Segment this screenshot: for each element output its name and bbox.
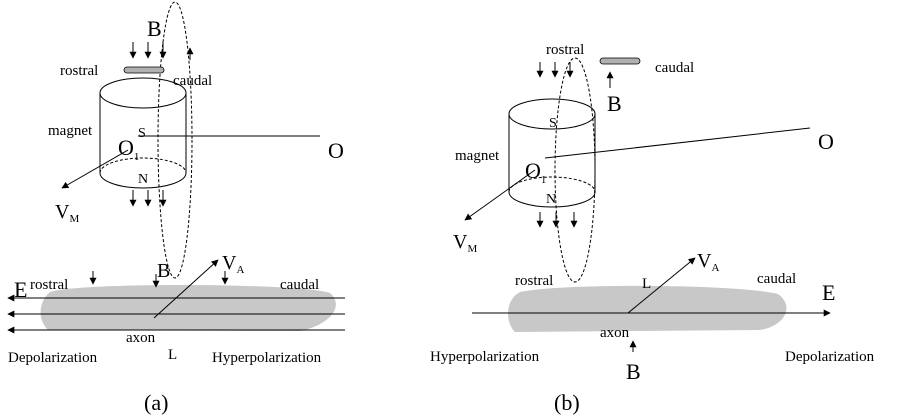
n-pole-label-a: N <box>138 172 148 187</box>
caudal-top-label-b: caudal <box>655 60 694 76</box>
e-label-a: E <box>14 277 27 302</box>
field-loop-b <box>554 57 596 283</box>
rostral-bar-a <box>123 66 165 74</box>
axon-label-b: axon <box>600 325 630 341</box>
magnet-label-b: magnet <box>455 148 500 164</box>
b-field-arrows-bottom-magnet-a <box>129 190 167 207</box>
rostral-top-label-b: rostral <box>546 42 584 58</box>
panel-a: B rostral caudal S N magnet O1 O VM <box>7 1 345 415</box>
s-pole-label-a: S <box>138 126 146 141</box>
va-arrow-a <box>153 259 219 319</box>
o-label-a: O <box>328 138 344 163</box>
b-field-arrows-top-b <box>536 62 574 78</box>
rostral-bottom-label-a: rostral <box>30 277 68 293</box>
vm-arrow-a <box>61 149 129 189</box>
magnet-cylinder-a <box>99 77 187 189</box>
panel-label-b: (b) <box>554 390 580 415</box>
b-label-bottom-b: B <box>626 359 641 384</box>
vm-label-b: VM <box>453 231 477 255</box>
axon-shape-b <box>508 285 787 332</box>
axon-label-a: axon <box>126 330 156 346</box>
vm-arrow-b <box>464 169 536 221</box>
caudal-bottom-label-b: caudal <box>757 271 796 287</box>
o-label-b: O <box>818 129 834 154</box>
magnet-label-a: magnet <box>48 123 93 139</box>
vm-label-a: VM <box>55 201 79 225</box>
o1-label-b: O1 <box>525 158 546 186</box>
b-field-arrows-bottom-magnet-b <box>536 212 578 228</box>
panel-label-a: (a) <box>144 390 168 415</box>
axis-line-b <box>544 127 811 159</box>
panel-b: rostral caudal B S N magnet O1 O VM <box>430 42 875 415</box>
left-effect-label-a: Depolarization <box>8 350 98 366</box>
b-label-top-a: B <box>147 16 162 41</box>
right-effect-label-a: Hyperpolarization <box>212 350 322 366</box>
o1-label-a: O1 <box>118 135 139 163</box>
caudal-top-label-a: caudal <box>173 73 212 89</box>
b-label-bottom-a: B <box>157 260 170 282</box>
e-label-b: E <box>822 280 835 305</box>
l-label-b: L <box>642 276 651 292</box>
va-label-b: VA <box>697 250 719 274</box>
caudal-bottom-label-a: caudal <box>280 277 319 293</box>
s-pole-label-b: S <box>549 116 557 131</box>
axon-shape-a <box>40 284 336 331</box>
rostral-top-label-a: rostral <box>60 63 98 79</box>
l-label-a: L <box>168 347 177 363</box>
n-pole-label-b: N <box>546 192 556 207</box>
right-effect-label-b: Depolarization <box>785 349 875 365</box>
rostral-bottom-label-b: rostral <box>515 273 553 289</box>
va-arrow-b <box>627 257 696 314</box>
va-label-a: VA <box>222 252 244 276</box>
field-loop-a <box>157 1 193 279</box>
caudal-bar-b <box>599 57 641 65</box>
b-label-top-b: B <box>607 91 622 116</box>
magnet-cylinder-b <box>508 98 596 208</box>
left-effect-label-b: Hyperpolarization <box>430 349 540 365</box>
b-field-arrows-top-a <box>129 42 167 59</box>
